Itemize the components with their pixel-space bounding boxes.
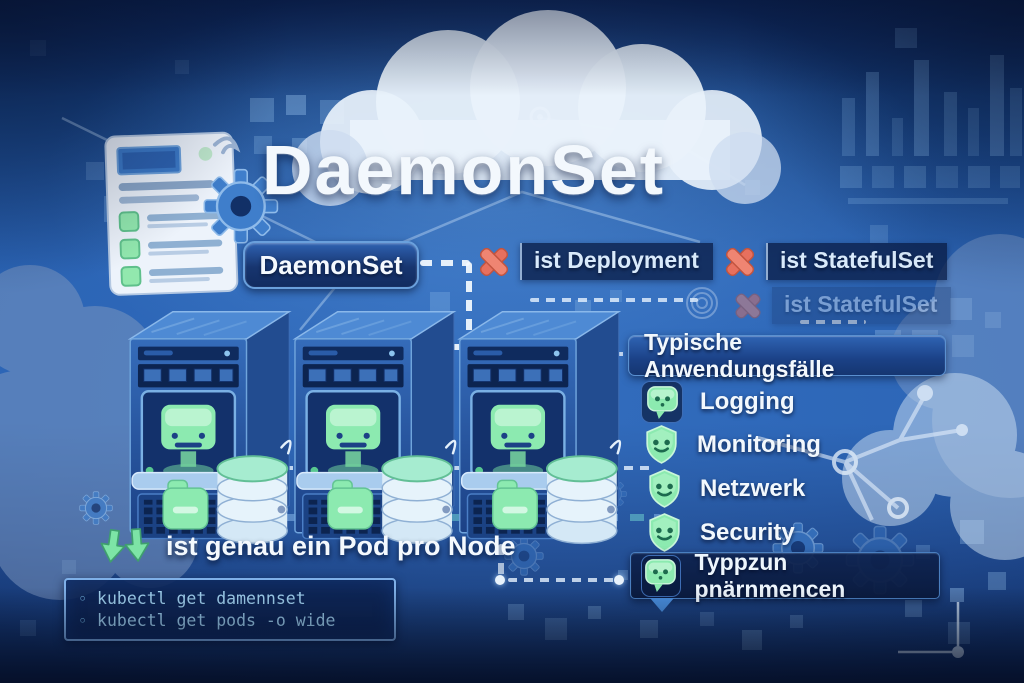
dashed-connector [420, 260, 470, 266]
server-nodes-illustration [128, 310, 622, 545]
use-case-item-monitoring: Monitoring [643, 424, 821, 465]
network-cluster-right [757, 385, 968, 595]
checkbox-row [118, 211, 222, 233]
use-case-label: Monitoring [697, 430, 821, 458]
command-line: ◦ kubectl get pods -o wide [78, 611, 382, 630]
dashed-connector [608, 466, 650, 470]
command-text: kubectl get pods -o wide [97, 611, 336, 630]
connector-dot [614, 575, 624, 585]
page-title: DaemonSet [262, 131, 666, 209]
chat-bubble-icon [646, 385, 678, 420]
badge-label: DaemonSet [259, 249, 403, 280]
bullet-icon: ◦ [78, 589, 88, 608]
down-arrow-icon [650, 597, 674, 612]
bottom-right-connector [898, 588, 964, 658]
shield-face-icon [648, 468, 681, 509]
comparison-statefulset: ist StatefulSet [722, 243, 948, 280]
use-case-label: Logging [700, 388, 795, 415]
red-x-icon [478, 245, 510, 278]
cloud-left [0, 265, 198, 600]
use-case-label: Security [700, 518, 795, 546]
checkbox-row [119, 238, 223, 260]
chat-bubble-icon [645, 559, 677, 593]
daemonset-badge: DaemonSet [243, 241, 419, 289]
shield-face-icon [645, 424, 678, 465]
pod-per-node-note: ist genau ein Pod pro Node [98, 527, 516, 565]
command-line: ◦ kubectl get damennset [78, 589, 382, 608]
icon-plate [641, 381, 683, 423]
cloud-top [292, 10, 781, 206]
dashed-connector [498, 544, 504, 578]
dashed-connector [466, 262, 472, 348]
use-case-item-logging: Logging [641, 381, 795, 423]
connector-dot [495, 575, 505, 585]
fingerprint-decor [686, 287, 718, 319]
dashed-connector [530, 298, 698, 302]
use-cases-header: Typische Anwendungsfälle [628, 329, 946, 382]
comparison-label: ist StatefulSet [772, 287, 952, 324]
comparison-deployment: ist Deployment [476, 243, 713, 280]
dashed-connector [800, 320, 866, 324]
use-case-item-highlighted: Typpzun pnärnmencen [630, 549, 940, 612]
bullet-icon: ◦ [78, 611, 88, 630]
double-down-arrow-icon [98, 527, 151, 565]
terminal-panel: ◦ kubectl get damennset ◦ kubectl get pods… [64, 578, 396, 641]
comparison-label: ist StatefulSet [766, 243, 948, 280]
use-case-label: Netzwerk [700, 474, 806, 502]
document-checklist-icon [98, 128, 284, 304]
icon-plate [641, 554, 681, 612]
checkbox-row [120, 265, 224, 287]
comparison-statefulset-ghost: ist StatefulSet [732, 287, 952, 324]
command-text: kubectl get damennset [97, 589, 306, 608]
red-x-icon [733, 291, 763, 320]
shield-face-icon [648, 512, 681, 553]
use-case-item-security: Security [646, 512, 795, 553]
use-case-item-netzwerk: Netzwerk [646, 468, 805, 509]
note-text: ist genau ein Pod pro Node [166, 530, 516, 561]
dashed-connector [508, 578, 616, 582]
red-x-icon [724, 245, 756, 278]
bar-chart-pattern [840, 28, 1022, 204]
use-case-label: Typpzun pnärnmencen [694, 548, 846, 602]
comparison-label: ist Deployment [520, 243, 713, 280]
cloud-right-light [842, 373, 1024, 560]
